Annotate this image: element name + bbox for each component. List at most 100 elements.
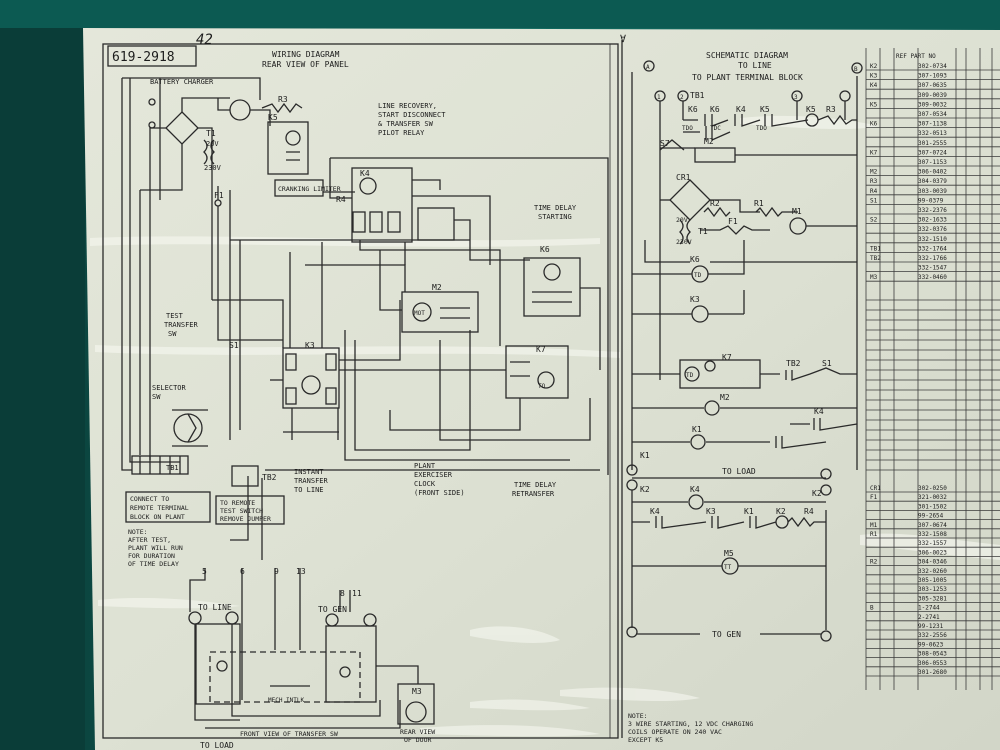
schematic-k4-contact: K4 (814, 407, 824, 416)
parts-row-ref: R4 (870, 188, 878, 195)
schematic-title: SCHEMATIC DIAGRAM (706, 51, 788, 60)
schematic-cr1: CR1 (676, 173, 691, 182)
label-line-recovery-3: & TRANSFER SW (378, 120, 434, 128)
schematic-k1-b: K1 (744, 507, 754, 516)
label-tdr-1: TIME DELAY (514, 481, 557, 489)
label-m3: M3 (412, 687, 422, 696)
schematic-k3-coil: K3 (690, 295, 700, 304)
parts-row-lower-part-no: 301-2680 (918, 669, 947, 676)
parts-list-table (865, 48, 1000, 690)
label-exerciser-1: PLANT (414, 462, 436, 470)
schematic-k6-coil: K6 (690, 255, 700, 264)
parts-row-part-no: 99-0379 (918, 197, 944, 204)
doc-number: 619-2918 (112, 50, 175, 65)
parts-row-part-no: 332-1510 (918, 236, 947, 243)
label-s1: S1 (229, 341, 239, 350)
parts-row-ref: S2 (870, 217, 878, 224)
label-mot: MOT (414, 310, 425, 317)
parts-row-lower-part-no: 304-0346 (918, 559, 947, 566)
parts-row-lower-part-no: 332-0260 (918, 568, 947, 575)
label-rear-door-1: REAR VIEW (400, 728, 435, 736)
parts-row-ref: TB2 (870, 255, 881, 262)
parts-row-ref: TB1 (870, 245, 881, 252)
label-terminal-6: 6 (240, 567, 245, 576)
parts-row-lower-part-no: 305-3281 (918, 595, 947, 602)
parts-row-part-no: 332-2376 (918, 207, 947, 214)
label-terminal-9: 9 (274, 567, 279, 576)
label-exerciser-4: (FRONT SIDE) (414, 489, 465, 497)
parts-row-lower-part-no: 306-0023 (918, 549, 947, 556)
schematic-note-4: EXCEPT K5 (628, 736, 663, 744)
schematic-t1: T1 (698, 227, 708, 236)
parts-row-ref: K3 (870, 73, 878, 80)
top-mark: ∀ (620, 34, 626, 45)
label-exerciser-3: CLOCK (414, 480, 436, 488)
parts-row-part-no: 307-0635 (918, 82, 947, 89)
parts-row-part-no: 332-1547 (918, 265, 947, 272)
label-k6: K6 (540, 245, 550, 254)
schematic-r2: R2 (710, 199, 720, 208)
schematic-230v: 230V (676, 238, 692, 246)
schematic-k5a: K5 (760, 105, 770, 114)
parts-row-ref: K2 (870, 63, 878, 70)
label-terminal-5: 5 (202, 567, 207, 576)
schematic-node-3: 3 (794, 94, 798, 101)
parts-row-part-no: 307-1093 (918, 73, 947, 80)
schematic-r4: R4 (804, 507, 814, 516)
schematic-r1: R1 (754, 199, 764, 208)
label-selector-1: SELECTOR (152, 384, 187, 392)
parts-row-ref: M3 (870, 274, 878, 281)
schematic-diagram (621, 40, 863, 738)
label-tds-2: STARTING (538, 213, 572, 221)
parts-row-part-no: 309-0039 (918, 92, 947, 99)
schematic-td-1: TD (694, 272, 702, 279)
handwritten-number: 42 (196, 32, 213, 48)
schematic-s1: S1 (822, 359, 832, 368)
label-line-recovery-2: START DISCONNECT (378, 111, 446, 119)
parts-row-ref: S1 (870, 197, 878, 204)
label-note-2: AFTER TEST, (128, 536, 171, 544)
schematic-k6b: K6 (710, 105, 720, 114)
label-terminal-13: 13 (296, 567, 306, 576)
schematic-note-3: COILS OPERATE ON 240 VAC (628, 728, 722, 736)
schematic-k4-b: K4 (650, 507, 660, 516)
label-r4: R4 (336, 195, 346, 204)
parts-row-part-no: 307-0724 (918, 149, 947, 156)
label-battery-charger: BATTERY CHARGER (150, 78, 214, 86)
label-m2: M2 (432, 283, 442, 292)
label-front-view: FRONT VIEW OF TRANSFER SW (240, 730, 338, 738)
schematic-k5b: K5 (806, 105, 816, 114)
label-tds-1: TIME DELAY (534, 204, 577, 212)
parts-list-header: REF PART NO (896, 53, 936, 60)
parts-row-lower-ref: F1 (870, 494, 878, 501)
parts-row-lower-ref: CR1 (870, 485, 881, 492)
label-test-3: SW (168, 330, 177, 338)
parts-row-lower-ref: M1 (870, 522, 878, 529)
parts-row-lower-part-no: 308-0543 (918, 651, 947, 658)
label-k3: K3 (305, 341, 315, 350)
parts-row-part-no: 307-1153 (918, 159, 947, 166)
schematic-k2-right: K2 (812, 489, 822, 498)
schematic-tdo: TDO (682, 125, 693, 132)
label-connect-1: CONNECT TO (130, 495, 169, 503)
label-tb1: TB1 (166, 464, 179, 472)
label-to-line: TO LINE (198, 603, 232, 612)
label-230v: 230V (204, 164, 222, 172)
parts-row-lower-part-no: 321-0032 (918, 494, 947, 501)
parts-row-lower-part-no: 332-2556 (918, 632, 947, 639)
parts-row-part-no: 332-1764 (918, 245, 947, 252)
doc-number-box (107, 45, 197, 67)
label-k4: K4 (360, 169, 370, 178)
paper-sheet (83, 28, 1000, 750)
parts-row-ref: R3 (870, 178, 878, 185)
schematic-node-2: 2 (680, 94, 684, 101)
schematic-k6a: K6 (688, 105, 698, 114)
schematic-k2-b: K2 (776, 507, 786, 516)
left-title-1: WIRING DIAGRAM (272, 50, 340, 59)
parts-row-lower-part-no: 302-0250 (918, 485, 947, 492)
left-title-2: REAR VIEW OF PANEL (262, 60, 349, 69)
label-exerciser-2: EXERCISER (414, 471, 453, 479)
parts-row-part-no: 309-0032 (918, 101, 947, 108)
